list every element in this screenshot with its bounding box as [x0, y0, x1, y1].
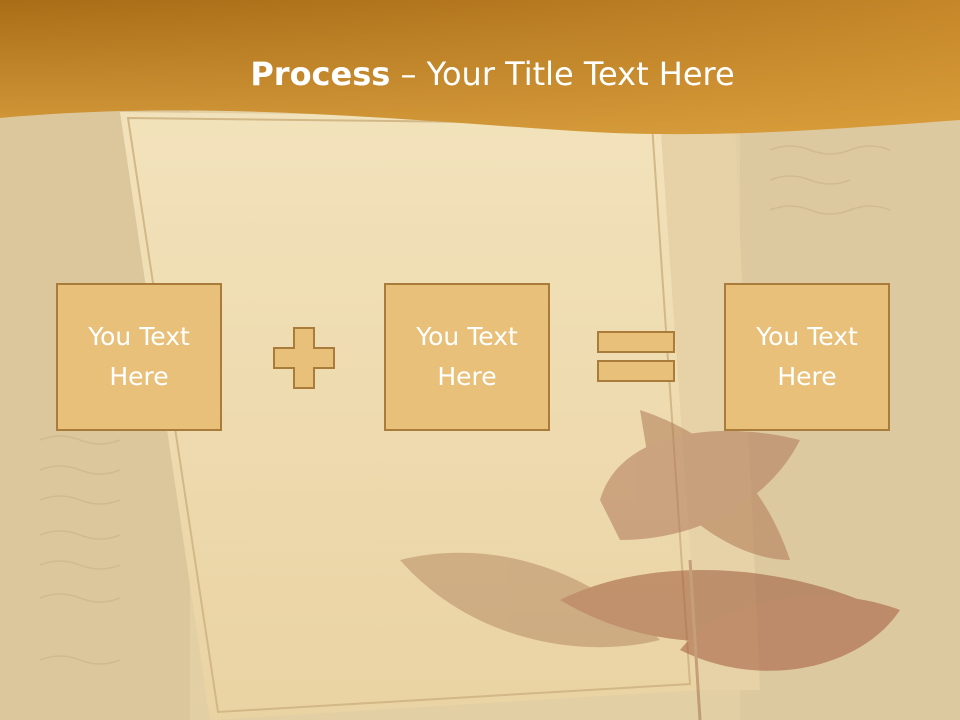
process-box-3[interactable]: You Text Here [724, 283, 890, 431]
title-bold-part: Process [250, 55, 391, 93]
process-box-3-text: You Text Here [756, 322, 858, 391]
process-box-1-text: You Text Here [88, 322, 190, 391]
equals-icon [597, 331, 675, 382]
process-box-2-text: You Text Here [416, 322, 518, 391]
process-box-2[interactable]: You Text Here [384, 283, 550, 431]
plus-icon [273, 327, 335, 389]
slide-title: Process – Your Title Text Here [0, 52, 960, 96]
process-box-1[interactable]: You Text Here [56, 283, 222, 431]
title-rest-part: – Your Title Text Here [390, 55, 735, 93]
